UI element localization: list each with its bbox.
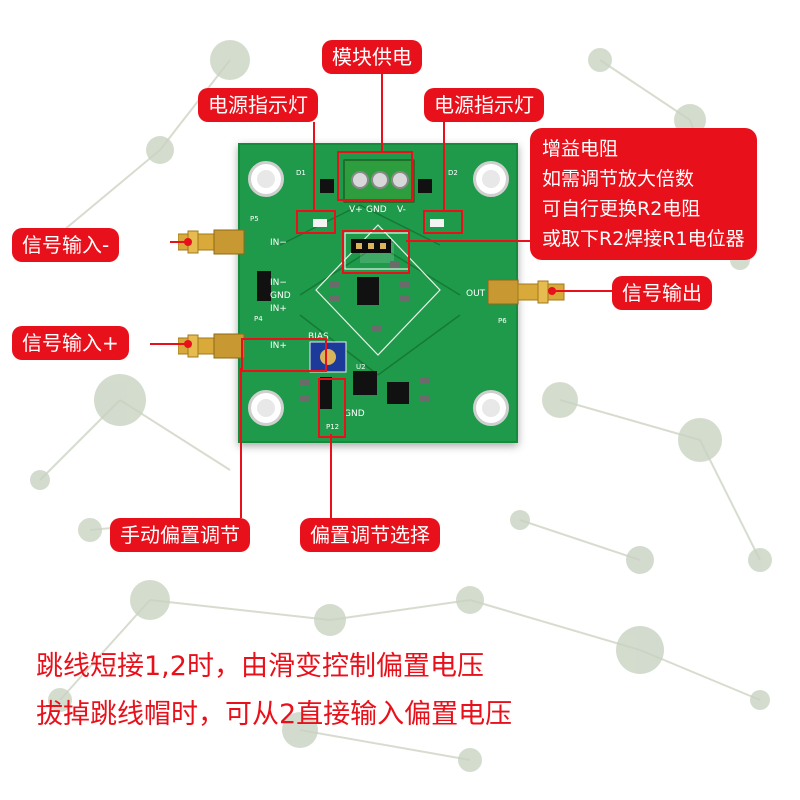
callout-output: 信号输出	[612, 276, 712, 310]
frame-led-right	[423, 210, 463, 234]
leader-dot-input-plus	[184, 340, 192, 348]
callout-bias-select: 偏置调节选择	[300, 518, 440, 552]
silk-vminus: V-	[397, 205, 406, 215]
frame-led-left	[296, 210, 336, 234]
leader-led-left	[313, 122, 315, 212]
callout-led-right: 电源指示灯	[424, 88, 544, 122]
silk-p12: P12	[326, 423, 340, 431]
callout-gain-resistor: 增益电阻 如需调节放大倍数 可自行更换R2电阻 或取下R2焊接R1电位器	[530, 128, 757, 260]
leader-power	[381, 70, 383, 152]
leader-manual-bias	[240, 368, 242, 518]
silk-in-plus: IN+	[270, 341, 287, 351]
mounting-hole	[473, 390, 509, 426]
frame-bias-jumper	[318, 378, 346, 438]
silk-p5: P5	[250, 215, 259, 223]
silk-in-minus: IN−	[270, 278, 287, 288]
power-terminal	[343, 159, 415, 203]
gain-line-3: 可自行更换R2电阻	[542, 198, 701, 220]
pcb-board: V+ GND V- D1 D2 P5 IN− IN− GND IN+ P4 IN…	[238, 143, 518, 443]
callout-manual-bias: 手动偏置调节	[110, 518, 250, 552]
silk-out: OUT	[466, 289, 486, 299]
silk-p4: P4	[254, 315, 263, 323]
mounting-hole	[473, 161, 509, 197]
frame-potentiometer	[241, 338, 327, 372]
note-jumper-shorted: 跳线短接1,2时，由滑变控制偏置电压	[36, 651, 484, 682]
silk-d2: D2	[448, 169, 458, 177]
frame-gain-resistor	[342, 230, 410, 274]
callout-power: 模块供电	[322, 40, 422, 74]
callout-led-left: 电源指示灯	[198, 88, 318, 122]
frame-power-terminal	[337, 151, 413, 201]
silk-gnd-top: GND	[366, 205, 387, 215]
leader-input-minus	[170, 241, 190, 243]
leader-input-plus	[150, 343, 190, 345]
leader-output	[552, 290, 612, 292]
gain-line-4: 或取下R2焊接R1电位器	[542, 228, 745, 250]
silk-u2: U2	[356, 363, 366, 371]
silk-vplus: V+	[349, 205, 363, 215]
silk-in-plus-mid: IN+	[270, 304, 287, 314]
mounting-hole	[248, 161, 284, 197]
silk-d1: D1	[296, 169, 306, 177]
callout-input-plus: 信号输入+	[12, 326, 129, 360]
silk-gnd-bottom: GND	[344, 409, 365, 419]
leader-dot-output	[548, 287, 556, 295]
silk-in-minus-top: IN−	[270, 238, 287, 248]
sma-connector-input-minus	[178, 229, 245, 255]
mounting-hole	[248, 390, 284, 426]
silk-bias: BIAS	[308, 332, 329, 342]
leader-dot-input-minus	[184, 238, 192, 246]
leader-bias-select	[330, 434, 332, 518]
note-jumper-removed: 拔掉跳线帽时，可从2直接输入偏置电压	[36, 699, 513, 730]
callout-input-minus: 信号输入-	[12, 228, 120, 262]
pin-header-top	[351, 239, 391, 253]
sma-connector-input-plus	[178, 333, 245, 359]
leader-gain	[406, 240, 534, 242]
gain-line-1: 增益电阻	[542, 138, 619, 160]
silk-gnd-mid: GND	[270, 291, 291, 301]
gain-line-2: 如需调节放大倍数	[542, 168, 695, 190]
leader-led-right	[443, 122, 445, 212]
sma-connector-output	[488, 279, 565, 305]
silk-p6: P6	[498, 317, 507, 325]
